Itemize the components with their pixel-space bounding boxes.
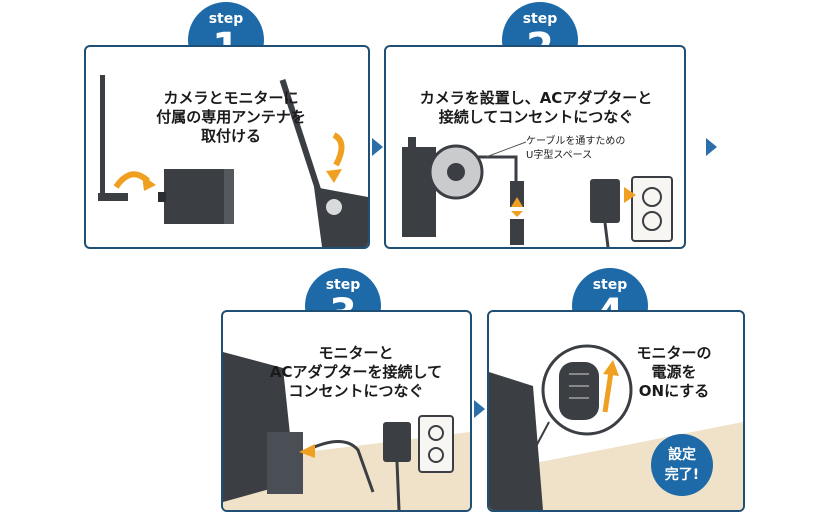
title-line: ACアダプターを接続して [269, 363, 443, 381]
setup-complete-badge: 設定 完了! [651, 434, 713, 496]
ac-adapter-icon [383, 422, 411, 462]
title-line: ONにする [638, 382, 710, 400]
title-line: 取付ける [200, 127, 261, 145]
step-1-panel: カメラとモニターに 付属の専用アンテナを 取付ける [84, 45, 370, 249]
title-line: カメラを設置し、ACアダプターと [419, 89, 653, 107]
title-line: モニターと [318, 344, 394, 362]
outlet-icon [418, 415, 454, 473]
done-line: 完了! [664, 467, 700, 483]
title-line: 付属の専用アンテナを [156, 108, 306, 126]
title-line: 電源を [651, 363, 697, 381]
step-4-title: モニターの 電源を ONにする [609, 344, 739, 401]
step-3-panel: モニターと ACアダプターを接続して コンセントにつなぐ [221, 310, 472, 512]
connector-icon [510, 181, 524, 207]
next-arrow-icon [474, 400, 485, 418]
antenna-icon [100, 75, 105, 195]
monitor-icon [489, 372, 543, 510]
step-4-panel: モニターの 電源を ONにする 設定 完了! [487, 310, 745, 512]
next-arrow-icon [372, 138, 383, 156]
title-line: モニターの [636, 344, 712, 362]
note-line: ケーブルを通すための [526, 136, 626, 147]
step-label: step [592, 277, 628, 293]
step-3-title: モニターと ACアダプターを接続して コンセントにつなぐ [251, 344, 461, 401]
monitor-icon [314, 187, 368, 247]
step-label: step [325, 277, 361, 293]
next-arrow-icon [706, 138, 717, 156]
step-label: step [522, 11, 558, 27]
antenna-install-illustration [98, 75, 368, 247]
monitor-antenna-icon [279, 79, 323, 195]
power-switch-icon [559, 362, 599, 420]
done-line: 設定 [668, 447, 696, 463]
step-2-panel: カメラを設置し、ACアダプターと 接続してコンセントにつなぐ ケーブルを通すため… [384, 45, 686, 249]
step-1-title: カメラとモニターに 付属の専用アンテナを 取付ける [126, 89, 336, 146]
ac-adapter-icon [590, 179, 620, 223]
title-line: コンセントにつなぐ [288, 382, 424, 400]
title-line: カメラとモニターに [163, 89, 299, 107]
camera-icon [402, 147, 436, 237]
camera-adapter-illustration [402, 137, 673, 247]
title-line: 接続してコンセントにつなぐ [438, 108, 634, 126]
monitor-adapter-illustration [223, 352, 470, 510]
step-label: step [208, 11, 244, 27]
note-line: U字型スペース [526, 150, 593, 161]
u-slot-note: ケーブルを通すための U字型スペース [526, 135, 625, 163]
outlet-icon [631, 176, 673, 242]
camera-icon [164, 169, 229, 224]
step-2-title: カメラを設置し、ACアダプターと 接続してコンセントにつなぐ [396, 89, 676, 127]
